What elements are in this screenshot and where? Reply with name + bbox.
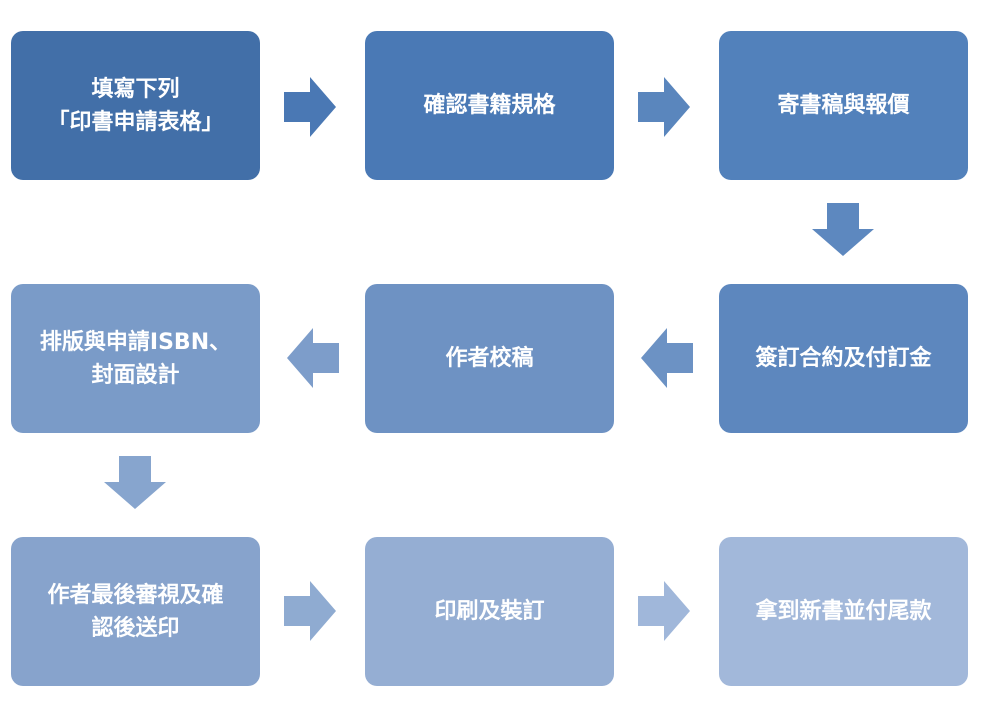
arrow-right-icon [638,77,690,137]
arrow-2-shape [638,77,690,137]
step-1-label: 填寫下列 「印書申請表格」 [47,76,224,135]
arrow-8-shape [638,581,690,641]
arrow-4-shape [641,328,693,388]
arrow-down-icon [104,456,166,509]
arrow-down-icon [812,203,874,256]
arrow-5-shape [287,328,339,388]
arrow-6-shape [104,456,166,509]
step-7-label: 作者最後審視及確 認後送印 [47,582,224,641]
step-5-label: 作者校稿 [445,346,534,371]
step-1-box: 填寫下列 「印書申請表格」 [11,31,260,180]
step-2-box: 確認書籍規格 [365,31,614,180]
arrow-left-icon [641,328,693,388]
step-4-label: 簽訂合約及付訂金 [755,346,932,371]
step-3-label: 寄書稿與報價 [777,93,910,118]
step-9-label: 拿到新書並付尾款 [755,599,932,624]
arrow-right-icon [638,581,690,641]
arrow-right-icon [284,581,336,641]
step-8-box: 印刷及裝訂 [365,537,614,686]
arrow-right-icon [284,77,336,137]
step-4-box: 簽訂合約及付訂金 [719,284,968,433]
arrow-1-shape [284,77,336,137]
step-2-label: 確認書籍規格 [423,93,556,118]
arrow-left-icon [287,328,339,388]
arrow-3-shape [812,203,874,256]
step-9-box: 拿到新書並付尾款 [719,537,968,686]
step-6-box: 排版與申請ISBN、 封面設計 [11,284,260,433]
step-8-label: 印刷及裝訂 [434,599,545,624]
step-5-box: 作者校稿 [365,284,614,433]
arrow-7-shape [284,581,336,641]
step-3-box: 寄書稿與報價 [719,31,968,180]
step-6-label: 排版與申請ISBN、 封面設計 [39,329,232,388]
step-7-box: 作者最後審視及確 認後送印 [11,537,260,686]
